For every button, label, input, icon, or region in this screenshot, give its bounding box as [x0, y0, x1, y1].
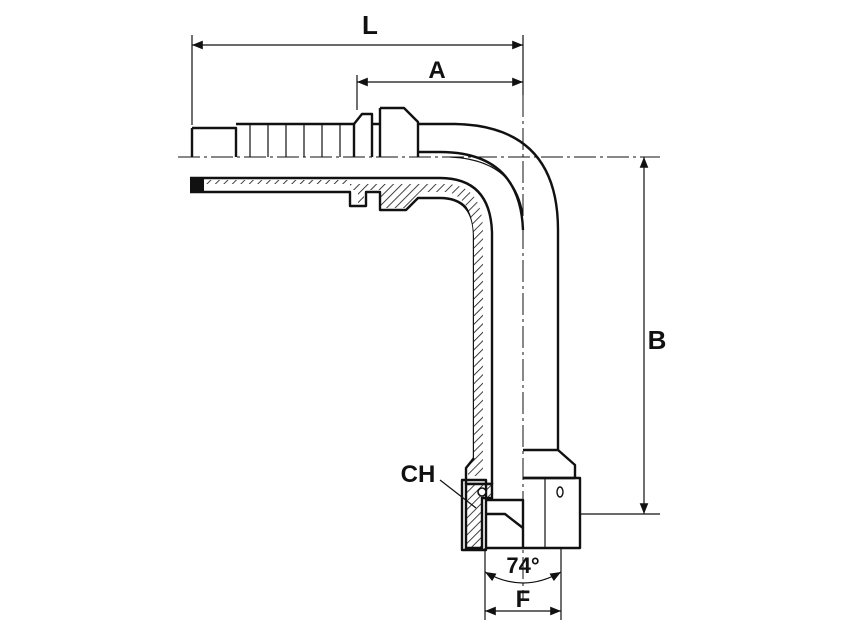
- dimension-label-B: B: [648, 325, 667, 355]
- elbow-outer-contour: [418, 122, 560, 450]
- dimension-F: F: [484, 548, 562, 620]
- dimension-label-F: F: [516, 586, 531, 613]
- dimension-CH: CH: [401, 461, 477, 509]
- dimension-label-CH: CH: [401, 461, 436, 488]
- centerlines: [178, 95, 660, 600]
- dimension-label-A: A: [428, 57, 445, 84]
- dimension-B: B: [580, 157, 667, 515]
- angle-label: 74°: [506, 553, 539, 578]
- dimension-L: L: [191, 10, 524, 125]
- dimension-angle: 74°: [484, 553, 562, 584]
- dimension-label-L: L: [362, 10, 378, 40]
- dimension-A: A: [356, 57, 523, 110]
- hose-tail-barbs: [190, 106, 420, 157]
- swivel-nut: [460, 448, 582, 552]
- sectioned-wall: [190, 176, 494, 486]
